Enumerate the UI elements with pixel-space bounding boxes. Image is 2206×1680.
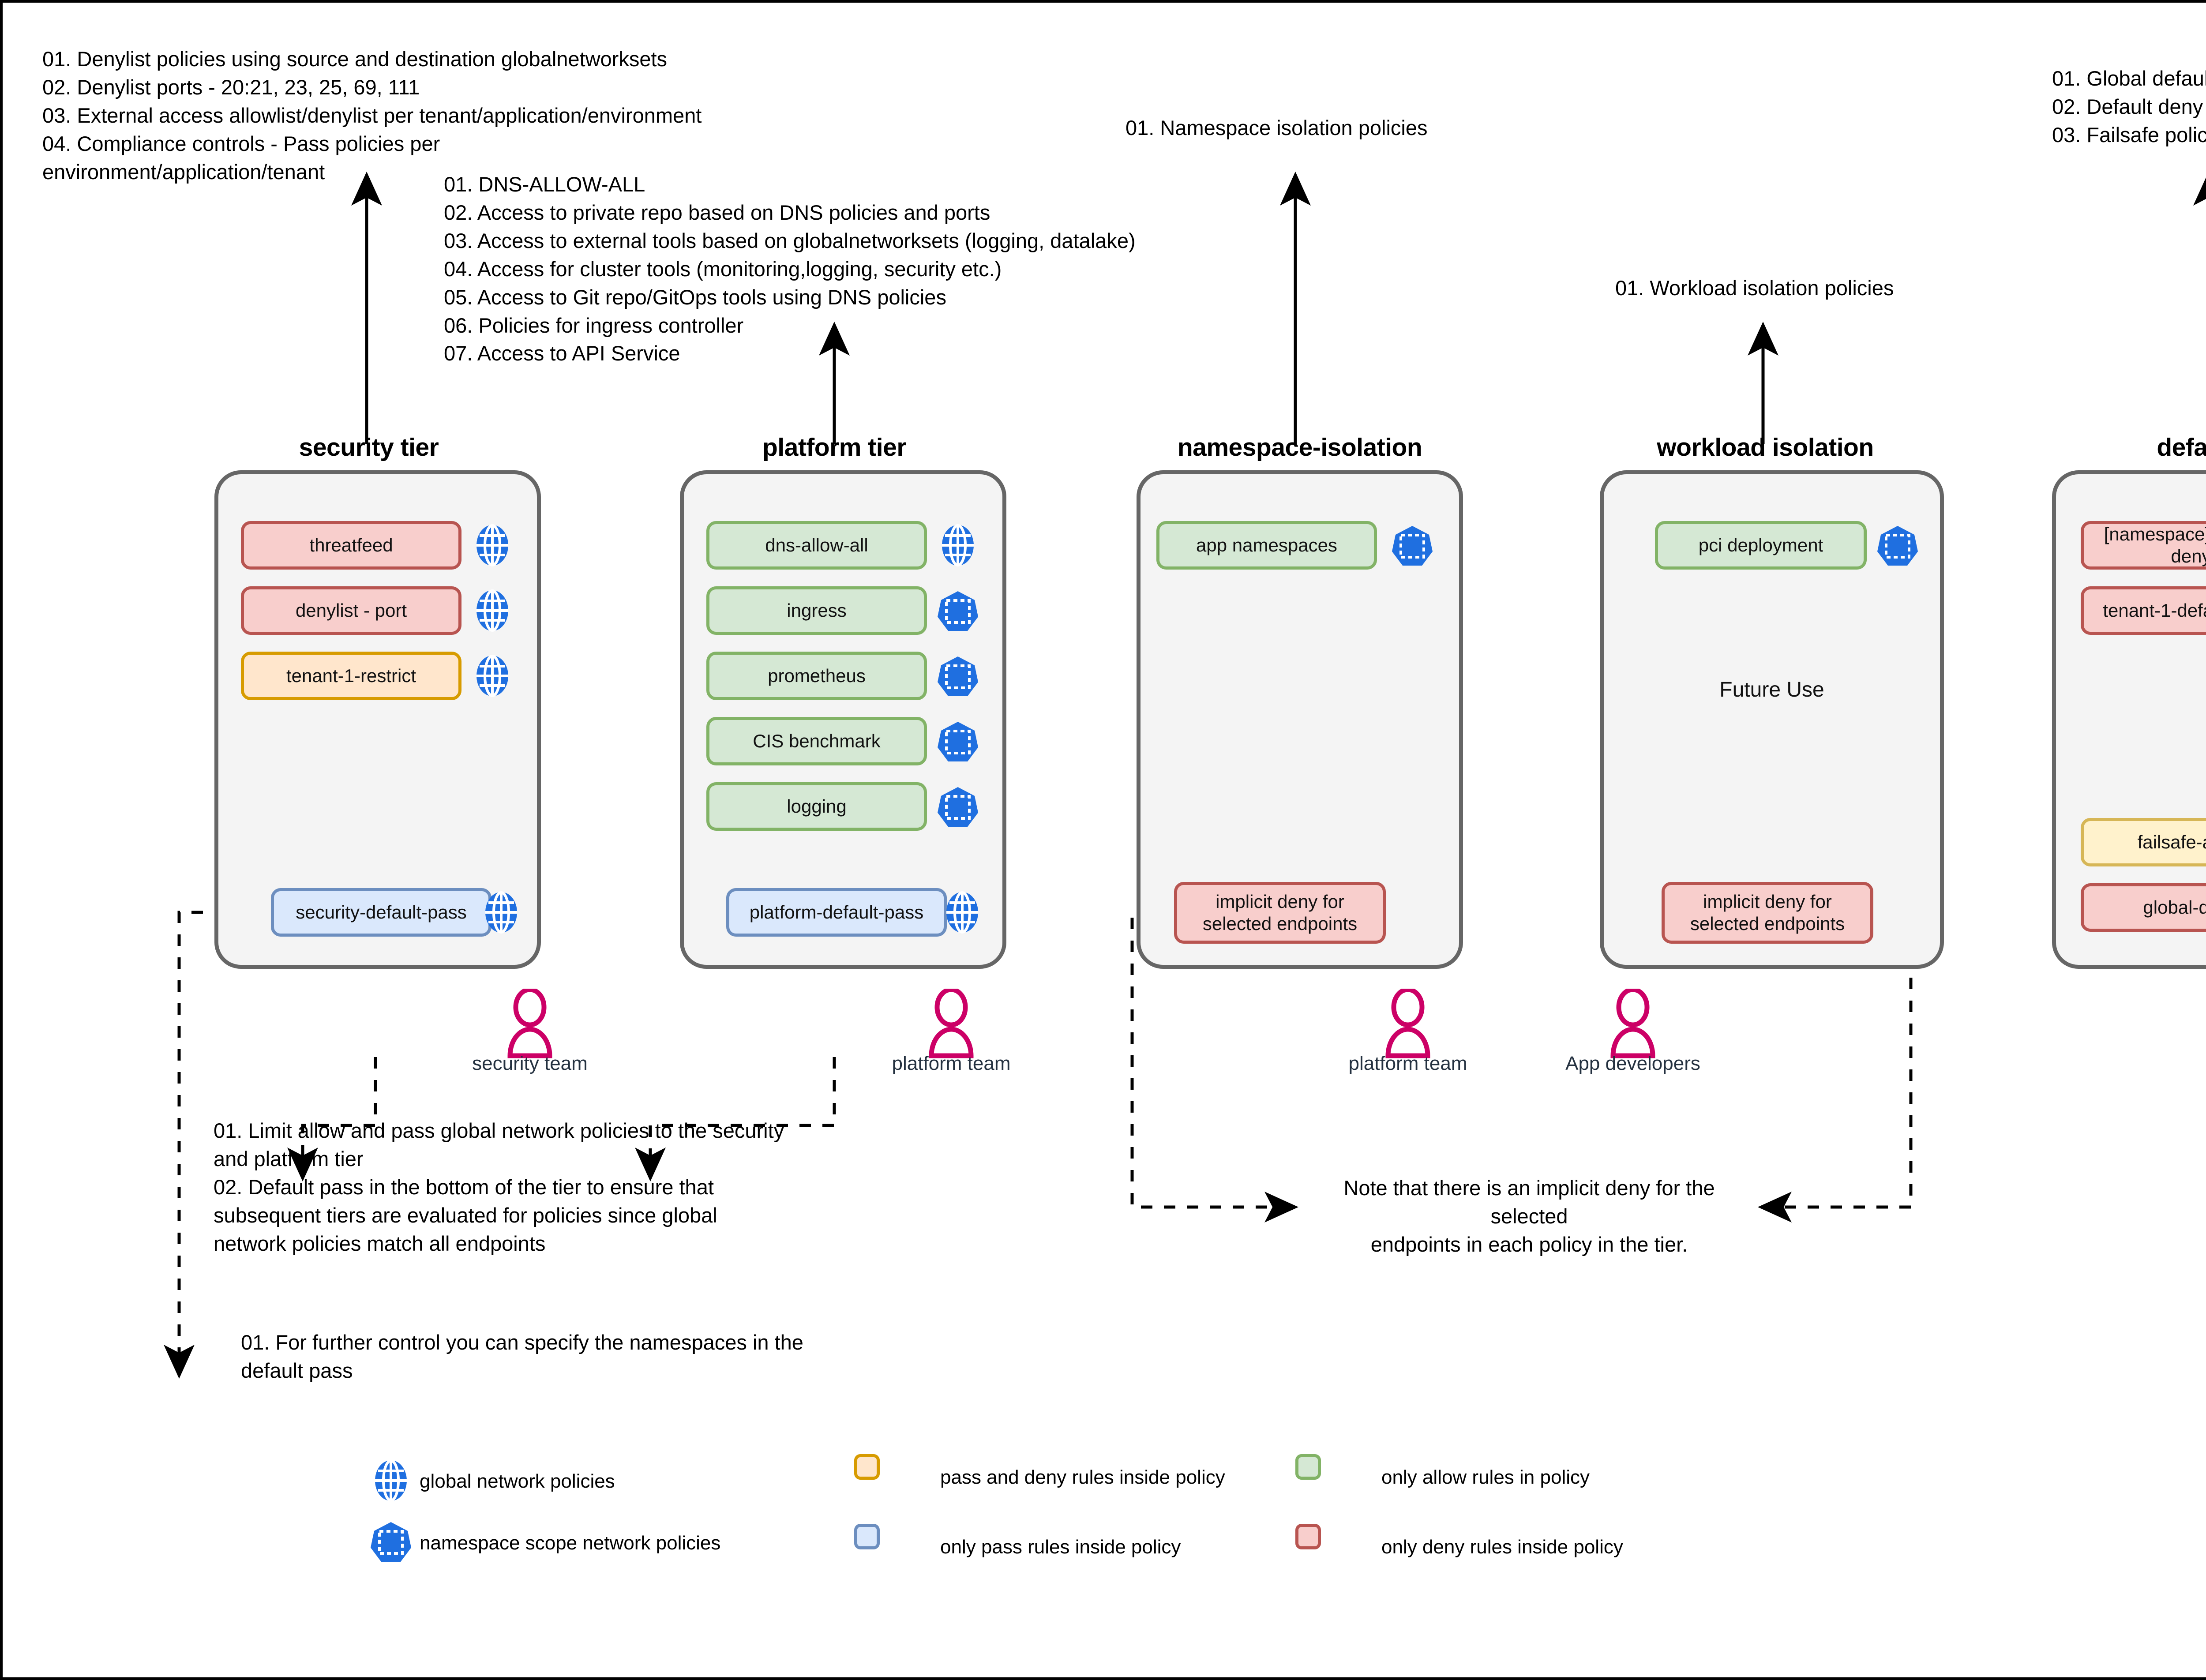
- legend-label-only-pass-rules: only pass rules inside policy: [940, 1536, 1181, 1558]
- policy-ingress[interactable]: ingress: [706, 586, 927, 635]
- policy-platform-default-pass[interactable]: platform-default-pass: [726, 888, 947, 937]
- tier-title-default: default tier: [2157, 433, 2206, 461]
- team-label-platform: platform team: [892, 1053, 1011, 1074]
- security-tier-notes: 01. Denylist policies using source and d…: [42, 47, 702, 184]
- namespace-scope-policy-icon: [936, 720, 980, 766]
- global-network-policy-icon: [470, 654, 514, 700]
- namespace-isolation-note: 01. Namespace isolation policies: [1126, 116, 1428, 139]
- workload-isolation-note: 01. Workload isolation policies: [1615, 276, 1894, 300]
- policy-logging[interactable]: logging: [706, 782, 927, 831]
- team-label-security: security team: [472, 1053, 588, 1074]
- implicit-deny-note: Note that there is an implicit deny for …: [1343, 1176, 1715, 1256]
- legend-label-pass-and-deny-rules: pass and deny rules inside policy: [940, 1466, 1225, 1488]
- tier-title-namespace-isolation: namespace-isolation: [1177, 433, 1422, 461]
- policy-app-namespaces[interactable]: app namespaces: [1156, 521, 1377, 570]
- policy-tenant-1-restrict[interactable]: tenant-1-restrict: [241, 652, 461, 700]
- default-tier-notes: 01. Global default deny 02. Default deny…: [2052, 67, 2206, 146]
- policy-global-deny[interactable]: global-deny: [2081, 883, 2206, 932]
- policy-threatfeed[interactable]: threatfeed: [241, 521, 461, 570]
- policy-tenant-1-default-deny[interactable]: tenant-1-default-deny: [2081, 586, 2206, 635]
- team-label-namespace-isolation: platform team: [1348, 1053, 1467, 1074]
- platform-tier-notes: 01. DNS-ALLOW-ALL 02. Access to private …: [444, 172, 1136, 365]
- legend-label-only-allow-rules: only allow rules in policy: [1381, 1466, 1590, 1488]
- namespace-scope-policy-icon: [1876, 524, 1920, 570]
- tier-title-workload-isolation: workload isolation: [1657, 433, 1874, 461]
- policy-pci-deployment[interactable]: pci deployment: [1655, 521, 1867, 570]
- person-icon: [1609, 987, 1657, 1064]
- global-network-policy-icon: [470, 589, 514, 635]
- global-network-policy-icon: [940, 890, 984, 937]
- namespace-scope-policy-icon: [936, 785, 980, 832]
- policy-cis-benchmark[interactable]: CIS benchmark: [706, 717, 927, 765]
- global-network-policy-icon: [936, 523, 980, 570]
- workload-placeholder-text: Future Use: [1719, 678, 1824, 701]
- policy-dns-allow-all[interactable]: dns-allow-all: [706, 521, 927, 570]
- global-network-policy-icon: [479, 890, 523, 937]
- person-icon: [506, 987, 554, 1064]
- legend-label-namespace-scope-network-policies: namespace scope network policies: [420, 1532, 721, 1554]
- policy-implicit-deny-namespace[interactable]: implicit deny for selected endpoints: [1174, 882, 1386, 944]
- further-control-note: 01. For further control you can specify …: [241, 1331, 803, 1382]
- policy-denylist-port[interactable]: denylist - port: [241, 586, 461, 635]
- tier-title-security: security tier: [299, 433, 439, 461]
- namespace-scope-policy-icon: [936, 589, 980, 636]
- person-icon: [927, 987, 975, 1064]
- person-icon: [1384, 987, 1432, 1064]
- policy-namespace-default-deny[interactable]: [namespace]-default-deny: [2081, 521, 2206, 570]
- policy-prometheus[interactable]: prometheus: [706, 652, 927, 700]
- policy-implicit-deny-workload[interactable]: implicit deny for selected endpoints: [1662, 882, 1873, 944]
- namespace-scope-policy-icon: [936, 655, 980, 701]
- team-label-workload-isolation: App developers: [1565, 1053, 1700, 1074]
- bottom-left-notes: 01. Limit allow and pass global network …: [214, 1119, 784, 1255]
- legend-label-global-network-policies: global network policies: [420, 1470, 615, 1492]
- global-network-policy-icon: [470, 523, 514, 570]
- legend-global-network-policy-icon: [369, 1459, 413, 1505]
- legend-swatch-only-allow: [1295, 1454, 1321, 1480]
- policy-failsafe-allow[interactable]: failsafe-allow: [2081, 818, 2206, 866]
- legend-swatch-only-pass: [854, 1524, 880, 1549]
- legend-namespace-scope-policy-icon: [369, 1520, 413, 1567]
- policy-security-default-pass[interactable]: security-default-pass: [271, 888, 491, 937]
- legend-swatch-only-deny: [1295, 1524, 1321, 1549]
- namespace-scope-policy-icon: [1390, 524, 1434, 570]
- legend-label-only-deny-rules: only deny rules inside policy: [1381, 1536, 1623, 1558]
- tier-title-platform: platform tier: [762, 433, 907, 461]
- legend-swatch-pass-and-deny: [854, 1454, 880, 1480]
